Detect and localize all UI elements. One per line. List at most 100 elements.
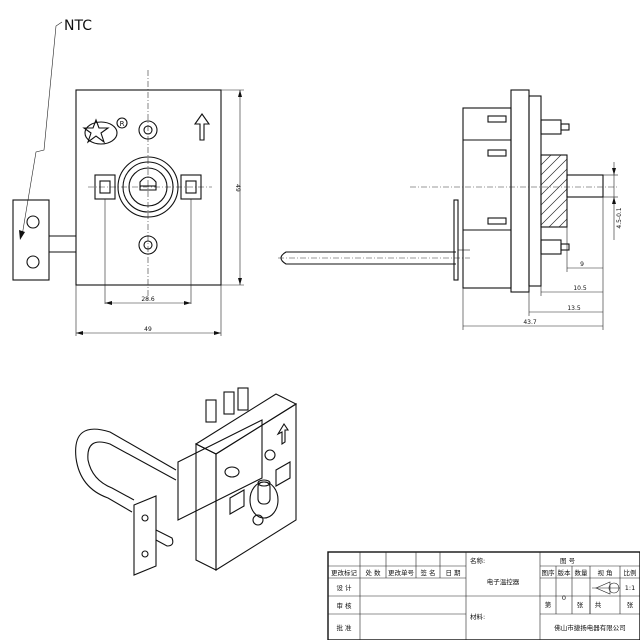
top-screw-inner [143, 125, 153, 135]
tb-total-unit: 张 [627, 600, 634, 609]
side-screw-top-tip [560, 123, 570, 131]
tb-design: 设 计 [336, 583, 352, 592]
front-plate [75, 89, 222, 286]
front-flange [510, 89, 530, 293]
ntc-arrowhead [19, 230, 25, 240]
side-shaft [566, 174, 604, 198]
tb-total-label: 共 [595, 600, 602, 609]
dim-9-label: 9 [580, 261, 584, 268]
dim-height-arrow-top [238, 90, 242, 97]
side-screw-bottom [540, 239, 562, 255]
ntc-label: NTC [64, 18, 92, 34]
tb-sheet-label: 第 [545, 600, 552, 609]
side-terminal-1 [487, 115, 507, 123]
iso-probe-tip [155, 529, 174, 547]
up-arrow-icon [193, 113, 211, 141]
dim-width-label: 49 [144, 326, 152, 333]
side-terminal-3 [487, 217, 507, 225]
bracket-hole-top [26, 215, 40, 229]
side-view: 4.5-0.1 9 10.5 13.5 43.7 [278, 89, 623, 330]
tb-rev-mark: 更改标记 [331, 568, 358, 577]
dim-shaft-arrow-top [612, 168, 616, 175]
mount-face [528, 95, 542, 287]
tb-material-label: 材料: [470, 612, 485, 621]
tb-drawing-no-label: 图 号 [560, 557, 576, 565]
bottom-screw-inner [143, 240, 153, 250]
tb-sign: 签 名 [420, 568, 435, 577]
iso-tube-outer [75, 428, 177, 513]
side-screw-bottom-tip [560, 243, 570, 251]
tb-seq-label: 图序 [542, 568, 556, 577]
right-terminal-inner [185, 180, 197, 194]
dim-height-label: 49 [234, 184, 241, 192]
knob-ring-mid [122, 161, 174, 213]
rear-body [462, 107, 512, 289]
iso-terminal-3 [237, 387, 249, 411]
iso-top-screw [264, 449, 276, 461]
tb-qty-label: 数量 [575, 568, 589, 577]
knob-ring-inner [128, 167, 168, 207]
side-bracket [453, 199, 459, 281]
iso-knob-top [257, 479, 271, 487]
iso-bottom-screw [252, 514, 264, 526]
dim-height-arrow-bottom [238, 278, 242, 285]
iso-logo-icon [224, 466, 240, 478]
side-terminal-2 [487, 149, 507, 157]
tb-part-name: 电子温控器 [487, 577, 520, 586]
dim-shaft-label: 4.5-0.1 [616, 207, 623, 228]
dim-overall-label: 43.7 [523, 319, 537, 326]
projection-symbol-icon [592, 581, 620, 595]
iso-right-terminal [275, 461, 291, 487]
iso-knob [257, 481, 271, 505]
hatched-section [540, 154, 568, 228]
tb-doc-no: 更改单号 [388, 568, 415, 577]
iso-tab-hole-2 [141, 550, 149, 558]
bracket-hole-bottom [26, 255, 40, 269]
left-terminal-inner [99, 180, 111, 194]
tb-view-label: 视 角 [597, 568, 612, 577]
dim-hole-label: 28.6 [141, 296, 155, 303]
star-logo-icon [82, 118, 118, 145]
iso-left-terminal [229, 489, 245, 515]
top-screw-outer [138, 120, 158, 140]
tb-company: 佛山市捷扬电器有限公司 [554, 623, 626, 632]
tb-scale-label: 比例 [624, 568, 637, 577]
registered-letter: R [120, 120, 125, 128]
isometric-view [75, 387, 298, 576]
tb-review: 审 核 [336, 601, 352, 610]
dim-width-arrow-right [214, 331, 221, 335]
knob-shaft [139, 176, 157, 191]
iso-terminal-2 [223, 391, 235, 415]
ntc-bracket [12, 199, 50, 281]
tb-name-label: 名称: [470, 556, 485, 565]
tb-approve: 批 准 [336, 623, 352, 632]
tb-scale-value: 1:1 [625, 584, 635, 592]
ntc-leader [21, 21, 63, 237]
title-block: 更改标记 处 数 更改单号 签 名 日 期 设 计 审 核 批 准 名称: 电子… [327, 551, 640, 640]
tb-version-label: 版本 [558, 568, 572, 577]
dim-135-label: 13.5 [567, 305, 581, 312]
dim-shaft-arrow-bottom [612, 197, 616, 204]
iso-knob-ring [249, 481, 279, 519]
iso-mount-tab [133, 495, 157, 576]
registered-mark [116, 117, 128, 129]
tb-location: 处 数 [365, 568, 381, 577]
side-screw-top [540, 119, 562, 135]
iso-tab-hole-1 [141, 514, 149, 522]
tb-version-value: 0 [562, 594, 566, 602]
dim-hole-arrow-left [105, 301, 112, 305]
dim-hole-arrow-right [184, 301, 191, 305]
bottom-screw-outer [138, 235, 158, 255]
dim-105-label: 10.5 [573, 285, 587, 292]
dim-width-arrow-left [76, 331, 83, 335]
tb-sheet-unit: 张 [577, 600, 584, 609]
tb-date: 日 期 [445, 569, 461, 577]
front-view: R 49 28.6 49 [12, 70, 244, 336]
knob-ring-outer [117, 156, 179, 218]
iso-tube-inner [87, 441, 177, 501]
iso-box-front [215, 403, 297, 571]
iso-box-side [195, 443, 217, 571]
iso-terminal-1 [205, 399, 217, 423]
iso-up-arrow-icon [276, 422, 290, 446]
